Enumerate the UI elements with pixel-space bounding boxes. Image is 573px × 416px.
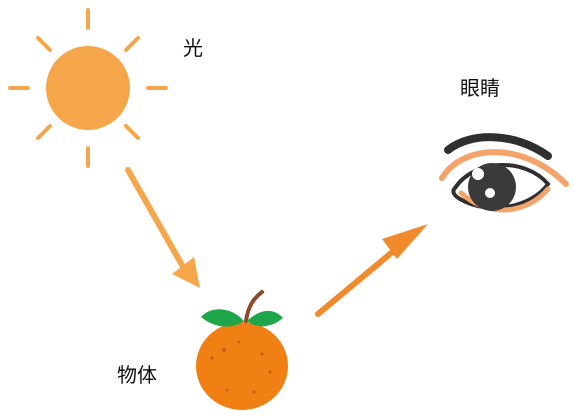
orange-fruit-icon: [196, 290, 288, 410]
orange-stem: [244, 290, 264, 323]
eye-icon: [439, 133, 569, 213]
orange-spots: [210, 340, 272, 394]
orange-body: [196, 322, 288, 410]
right-leaf: [247, 310, 283, 327]
lower-eyelid-accent: [458, 186, 551, 213]
incident-light-arrow: [125, 167, 200, 288]
label-object: 物体: [117, 363, 157, 387]
label-eye: 眼睛: [460, 76, 500, 100]
sun-icon: [8, 8, 168, 168]
reflected-light-arrow: [315, 224, 428, 317]
eyebrow: [444, 133, 552, 160]
pupil-highlight: [472, 168, 484, 180]
pupil-secondary-highlight: [485, 188, 495, 198]
sun-rays: [8, 8, 168, 168]
label-light: 光: [183, 36, 203, 60]
sun-disc: [46, 46, 130, 130]
left-leaf: [201, 309, 244, 327]
upper-eyelid-accent: [439, 149, 569, 187]
